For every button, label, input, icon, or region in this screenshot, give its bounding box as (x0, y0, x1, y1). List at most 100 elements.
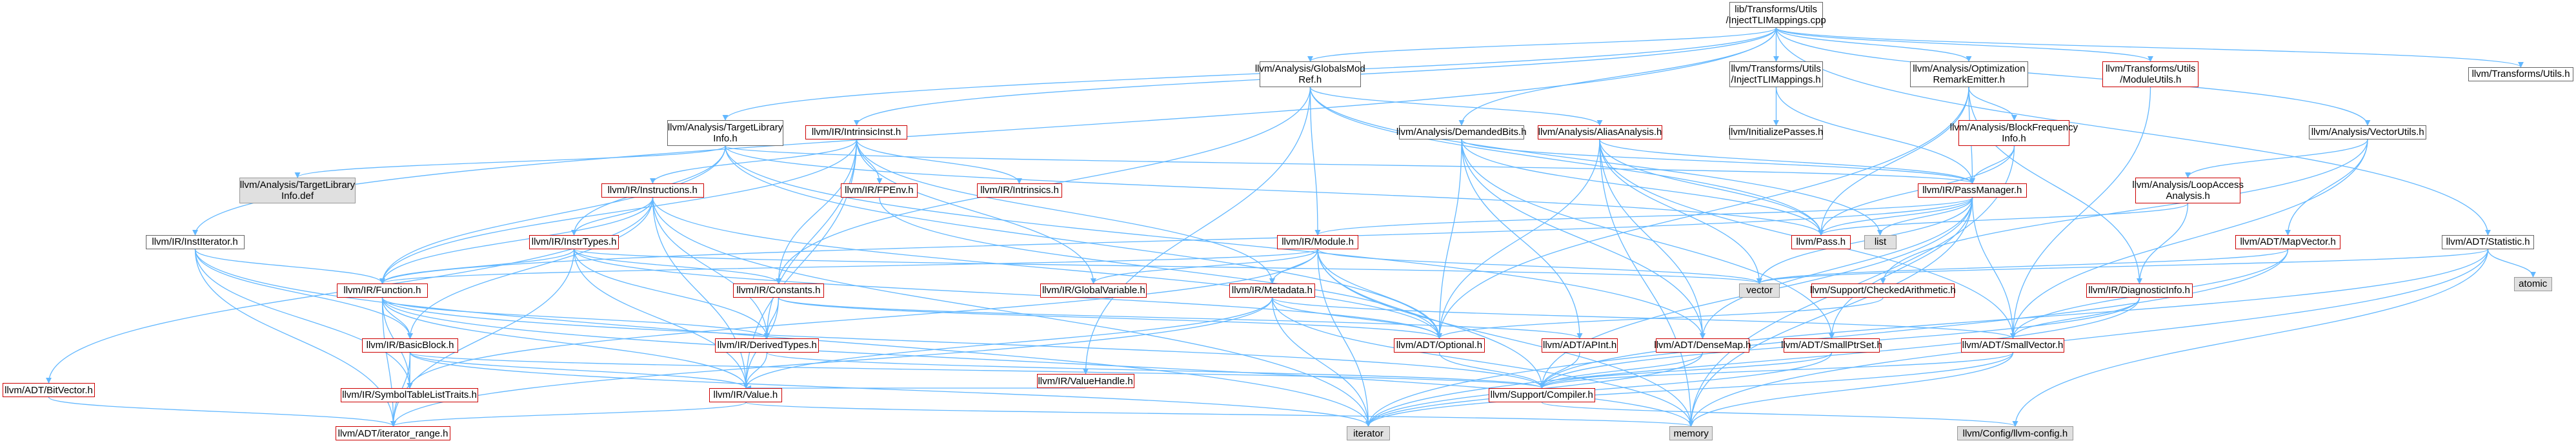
edge-demanded_bits-to-dense_map (1461, 139, 1706, 339)
node-optional[interactable]: llvm/ADT/Optional.h (1393, 338, 1485, 353)
node-function[interactable]: llvm/IR/Function.h (336, 283, 428, 298)
node-basic-block[interactable]: llvm/IR/BasicBlock.h (362, 338, 459, 353)
node-block-frequency-info[interactable]: llvm/Analysis/BlockFrequency Info.h (1950, 119, 2078, 146)
node-map-vector[interactable]: llvm/ADT/MapVector.h (2235, 234, 2341, 249)
edge-optional-to-compiler (1438, 352, 1545, 389)
edge-derived_types-to-value (743, 352, 768, 389)
node-value-h[interactable]: llvm/IR/Value.h (709, 387, 783, 402)
node-injecttlimappings-cpp: lib/Transforms/Utils /InjectTLIMappings.… (1726, 1, 1826, 28)
edge-alias_analysis-to-pass (1599, 139, 1824, 236)
node-small-ptr-set[interactable]: llvm/ADT/SmallPtrSet.h (1781, 338, 1882, 353)
edge-derived_types-to-compiler (766, 352, 1545, 389)
edge-function-to-memory (381, 297, 1694, 427)
node-target-library-info[interactable]: llvm/Analysis/TargetLibrary Info.h (667, 119, 784, 146)
edge-intrinsic_inst-to-derived_types (763, 139, 858, 339)
edge-alias_analysis-to-pass_manager (1599, 139, 1975, 184)
edge-basic_block-to-iterator (409, 352, 1371, 427)
edge-root-to-globals_mod_ref (1307, 27, 1777, 62)
edge-function-to-basic_block (381, 297, 414, 339)
node-derived-types[interactable]: llvm/IR/DerivedTypes.h (715, 338, 820, 353)
node-list: list (1864, 234, 1897, 249)
edge-target_lib_info-to-pass (725, 145, 1824, 236)
edge-module_utils-to-small_vector (2009, 87, 2151, 339)
node-global-variable[interactable]: llvm/IR/GlobalVariable.h (1040, 283, 1147, 298)
edge-root-to-vector_utils (1775, 27, 2371, 126)
node-fpenv[interactable]: llvm/IR/FPEnv.h (840, 183, 918, 198)
edge-metadata-to-memory (1271, 297, 1694, 427)
edge-map_vector-to-iterator (1365, 249, 2289, 427)
edge-inst_iterator-to-symtab_traits (194, 249, 413, 389)
node-symbol-table-list-traits[interactable]: llvm/IR/SymbolTableListTraits.h (340, 387, 479, 402)
edge-alias_analysis-to-vector (1599, 139, 1763, 284)
node-metadata[interactable]: llvm/IR/Metadata.h (1229, 283, 1316, 298)
node-bit-vector[interactable]: llvm/ADT/BitVector.h (2, 383, 96, 398)
edge-module-to-vector (1317, 249, 1762, 284)
edge-function-to-value (381, 297, 749, 389)
node-initialize-passes[interactable]: llvm/InitializePasses.h (1729, 125, 1824, 139)
node-vector-utils[interactable]: llvm/Analysis/VectorUtils.h (2309, 125, 2427, 139)
edge-small_vector-to-iterator (1365, 352, 2014, 427)
edge-instructions-to-value (652, 197, 749, 389)
node-globals-mod-ref[interactable]: llvm/Analysis/GlobalsMod Ref.h (1255, 61, 1365, 87)
node-pass-h[interactable]: llvm/Pass.h (1791, 234, 1851, 249)
edge-metadata-to-iterator (1271, 297, 1372, 427)
node-module-utils[interactable]: llvm/Transforms/Utils /ModuleUtils.h (2102, 61, 2199, 87)
node-instructions[interactable]: llvm/IR/Instructions.h (601, 183, 704, 198)
edge-vector_utils-to-small_vector (2009, 139, 2368, 339)
edge-globals_mod_ref-to-list (1309, 87, 1883, 236)
edge-checked_arith-to-optional (1436, 297, 1884, 339)
edge-intrinsic_inst-to-global_variable (856, 139, 1097, 284)
node-injecttlimappings-h[interactable]: llvm/Transforms/Utils /InjectTLIMappings… (1729, 61, 1823, 87)
node-llvm-config: llvm/Config/llvm-config.h (1957, 426, 2074, 441)
node-intrinsics[interactable]: llvm/IR/Intrinsics.h (977, 183, 1062, 198)
node-demanded-bits[interactable]: llvm/Analysis/DemandedBits.h (1396, 125, 1527, 139)
edge-function-to-iterator_range (381, 297, 397, 427)
edge-small_ptr_set-to-iterator (1365, 352, 1833, 427)
node-inst-iterator[interactable]: llvm/IR/InstIterator.h (145, 234, 245, 249)
edge-instructions-to-iterator (652, 197, 1371, 427)
node-optimization-remark-emitter[interactable]: llvm/Analysis/Optimization RemarkEmitter… (1910, 61, 2028, 87)
node-instr-types[interactable]: llvm/IR/InstrTypes.h (528, 234, 619, 249)
node-small-vector[interactable]: llvm/ADT/SmallVector.h (1960, 338, 2065, 353)
node-value-handle[interactable]: llvm/IR/ValueHandle.h (1036, 374, 1134, 389)
node-transforms-utils-h[interactable]: llvm/Transforms/Utils.h (2468, 67, 2573, 81)
edge-demanded_bits-to-apint (1461, 139, 1583, 339)
edge-demanded_bits-to-small_ptr_set (1461, 139, 1835, 339)
node-apint[interactable]: llvm/ADT/APInt.h (1542, 338, 1618, 353)
edge-vector_utils-to-loop_access (2185, 139, 2368, 178)
edge-target_lib_info-to-pass_manager (725, 145, 1975, 184)
edge-small_vector-to-compiler (1539, 352, 2014, 389)
edge-module-to-global_variable (1091, 249, 1318, 284)
edge-instructions-to-basic_block (407, 197, 654, 339)
node-constants[interactable]: llvm/IR/Constants.h (732, 283, 825, 298)
edge-diag_info-to-iterator (1365, 297, 2140, 427)
node-statistic[interactable]: llvm/ADT/Statistic.h (2441, 234, 2535, 249)
edge-map_vector-to-vector (1756, 249, 2289, 284)
node-intrinsic-inst[interactable]: llvm/IR/IntrinsicInst.h (805, 125, 908, 139)
node-module-h[interactable]: llvm/IR/Module.h (1277, 234, 1358, 249)
node-compiler[interactable]: llvm/Support/Compiler.h (1488, 387, 1595, 402)
node-pass-manager[interactable]: llvm/IR/PassManager.h (1917, 183, 2027, 198)
node-checked-arithmetic[interactable]: llvm/Support/CheckedArithmetic.h (1810, 283, 1956, 298)
edge-constants-to-optional (778, 297, 1442, 339)
edge-function-to-derived_types (381, 297, 770, 339)
edge-statistic-to-vector (1756, 249, 2489, 284)
edge-module-to-function (379, 249, 1318, 284)
edge-intrinsic_inst-to-instructions (650, 139, 858, 184)
edge-statistic-to-compiler (1539, 249, 2489, 389)
node-memory: memory (1669, 426, 1713, 441)
edge-instructions-to-derived_types (652, 197, 770, 339)
edge-globals_mod_ref-to-module (1309, 87, 1321, 236)
node-diagnostic-info[interactable]: llvm/IR/DiagnosticInfo.h (2086, 283, 2193, 298)
node-dense-map[interactable]: llvm/ADT/DenseMap.h (1654, 338, 1751, 353)
node-iterator-range[interactable]: llvm/ADT/iterator_range.h (335, 426, 451, 441)
edge-module-to-optional (1317, 249, 1443, 339)
edge-diag_info-to-small_vector (2010, 297, 2140, 339)
node-alias-analysis[interactable]: llvm/Analysis/AliasAnalysis.h (1538, 125, 1662, 139)
edge-demanded_bits-to-optional (1436, 139, 1462, 339)
edge-instr_types-to-value (573, 249, 749, 389)
edge-instr_types-to-constants (573, 249, 781, 284)
edge-basic_block-to-compiler (409, 352, 1545, 389)
node-loop-access-analysis[interactable]: llvm/Analysis/LoopAccess Analysis.h (2132, 177, 2244, 203)
